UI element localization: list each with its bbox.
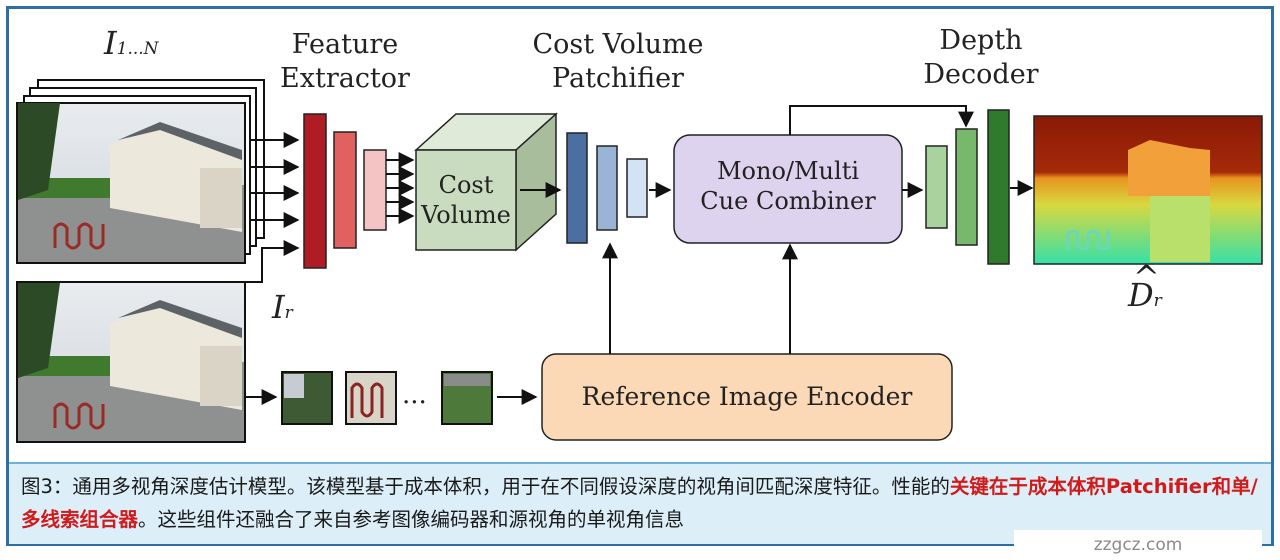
depth-decoder-line1: Depth: [939, 25, 1023, 56]
output-depth-map: [1033, 115, 1263, 265]
reference-image-symbol: I: [272, 288, 285, 326]
depth-decoder: [925, 109, 1010, 265]
patch-ellipsis: ...: [402, 380, 427, 410]
cost-volume-patchifier: [566, 132, 648, 244]
input-images-symbol: I: [104, 24, 117, 62]
cue-combiner-line2: Cue Combiner: [700, 187, 876, 215]
input-arrows: [245, 132, 300, 283]
feature-extractor-line1: Feature: [291, 29, 399, 60]
caption-text-end: 。这些组件还融合了来自参考图像编码器和源视角的单视角信息: [138, 508, 685, 531]
caption-highlight: 关键在于成本体积Patchifier和单/多线索组合器: [21, 475, 1258, 531]
reference-image-label: Ir: [272, 288, 293, 326]
feature-to-volume-arrows: [386, 152, 415, 224]
feature-extractor: [303, 113, 387, 269]
source-photo: [16, 102, 246, 264]
feature-extractor-title: Feature Extractor: [280, 28, 410, 96]
reference-encoder-box: [541, 353, 953, 441]
depth-decoder-title: Depth Decoder: [916, 24, 1046, 92]
source-image-stack: [16, 79, 265, 264]
cost-volume-line1: Cost: [438, 171, 494, 199]
reference-encoder-label: Reference Image Encoder: [581, 382, 913, 411]
cost-volume-label: Cost Volume: [416, 170, 516, 230]
cue-combiner-label: Mono/Multi Cue Combiner: [674, 156, 902, 216]
watermark: zzgcz.com: [1014, 530, 1262, 560]
output-symbol: D: [1128, 276, 1154, 314]
output-depth-label: ^ D r: [1128, 258, 1162, 314]
input-images-label: I1...N: [104, 24, 159, 62]
combiner-skip-arrow: [789, 105, 974, 135]
reference-patches: [281, 371, 493, 425]
patchifier-title: Cost Volume Patchifier: [528, 28, 708, 96]
cost-volume-line2: Volume: [421, 201, 511, 229]
input-images-subscript: 1...N: [116, 39, 159, 59]
reference-image-subscript: r: [284, 303, 293, 323]
patchifier-line2: Patchifier: [552, 63, 684, 94]
reference-photo: [16, 281, 246, 443]
output-hat: ^: [1133, 258, 1160, 296]
cue-combiner-line1: Mono/Multi: [716, 157, 860, 185]
feature-extractor-line2: Extractor: [280, 63, 410, 94]
cost-volume-cube: [414, 112, 558, 252]
caption-text-start: 图3：通用多视角深度估计模型。该模型基于成本体积，用于在不同假设深度的视角间匹配…: [21, 475, 950, 498]
patchifier-line1: Cost Volume: [532, 29, 704, 60]
output-subscript: r: [1153, 291, 1162, 311]
depth-decoder-line2: Decoder: [923, 59, 1039, 90]
